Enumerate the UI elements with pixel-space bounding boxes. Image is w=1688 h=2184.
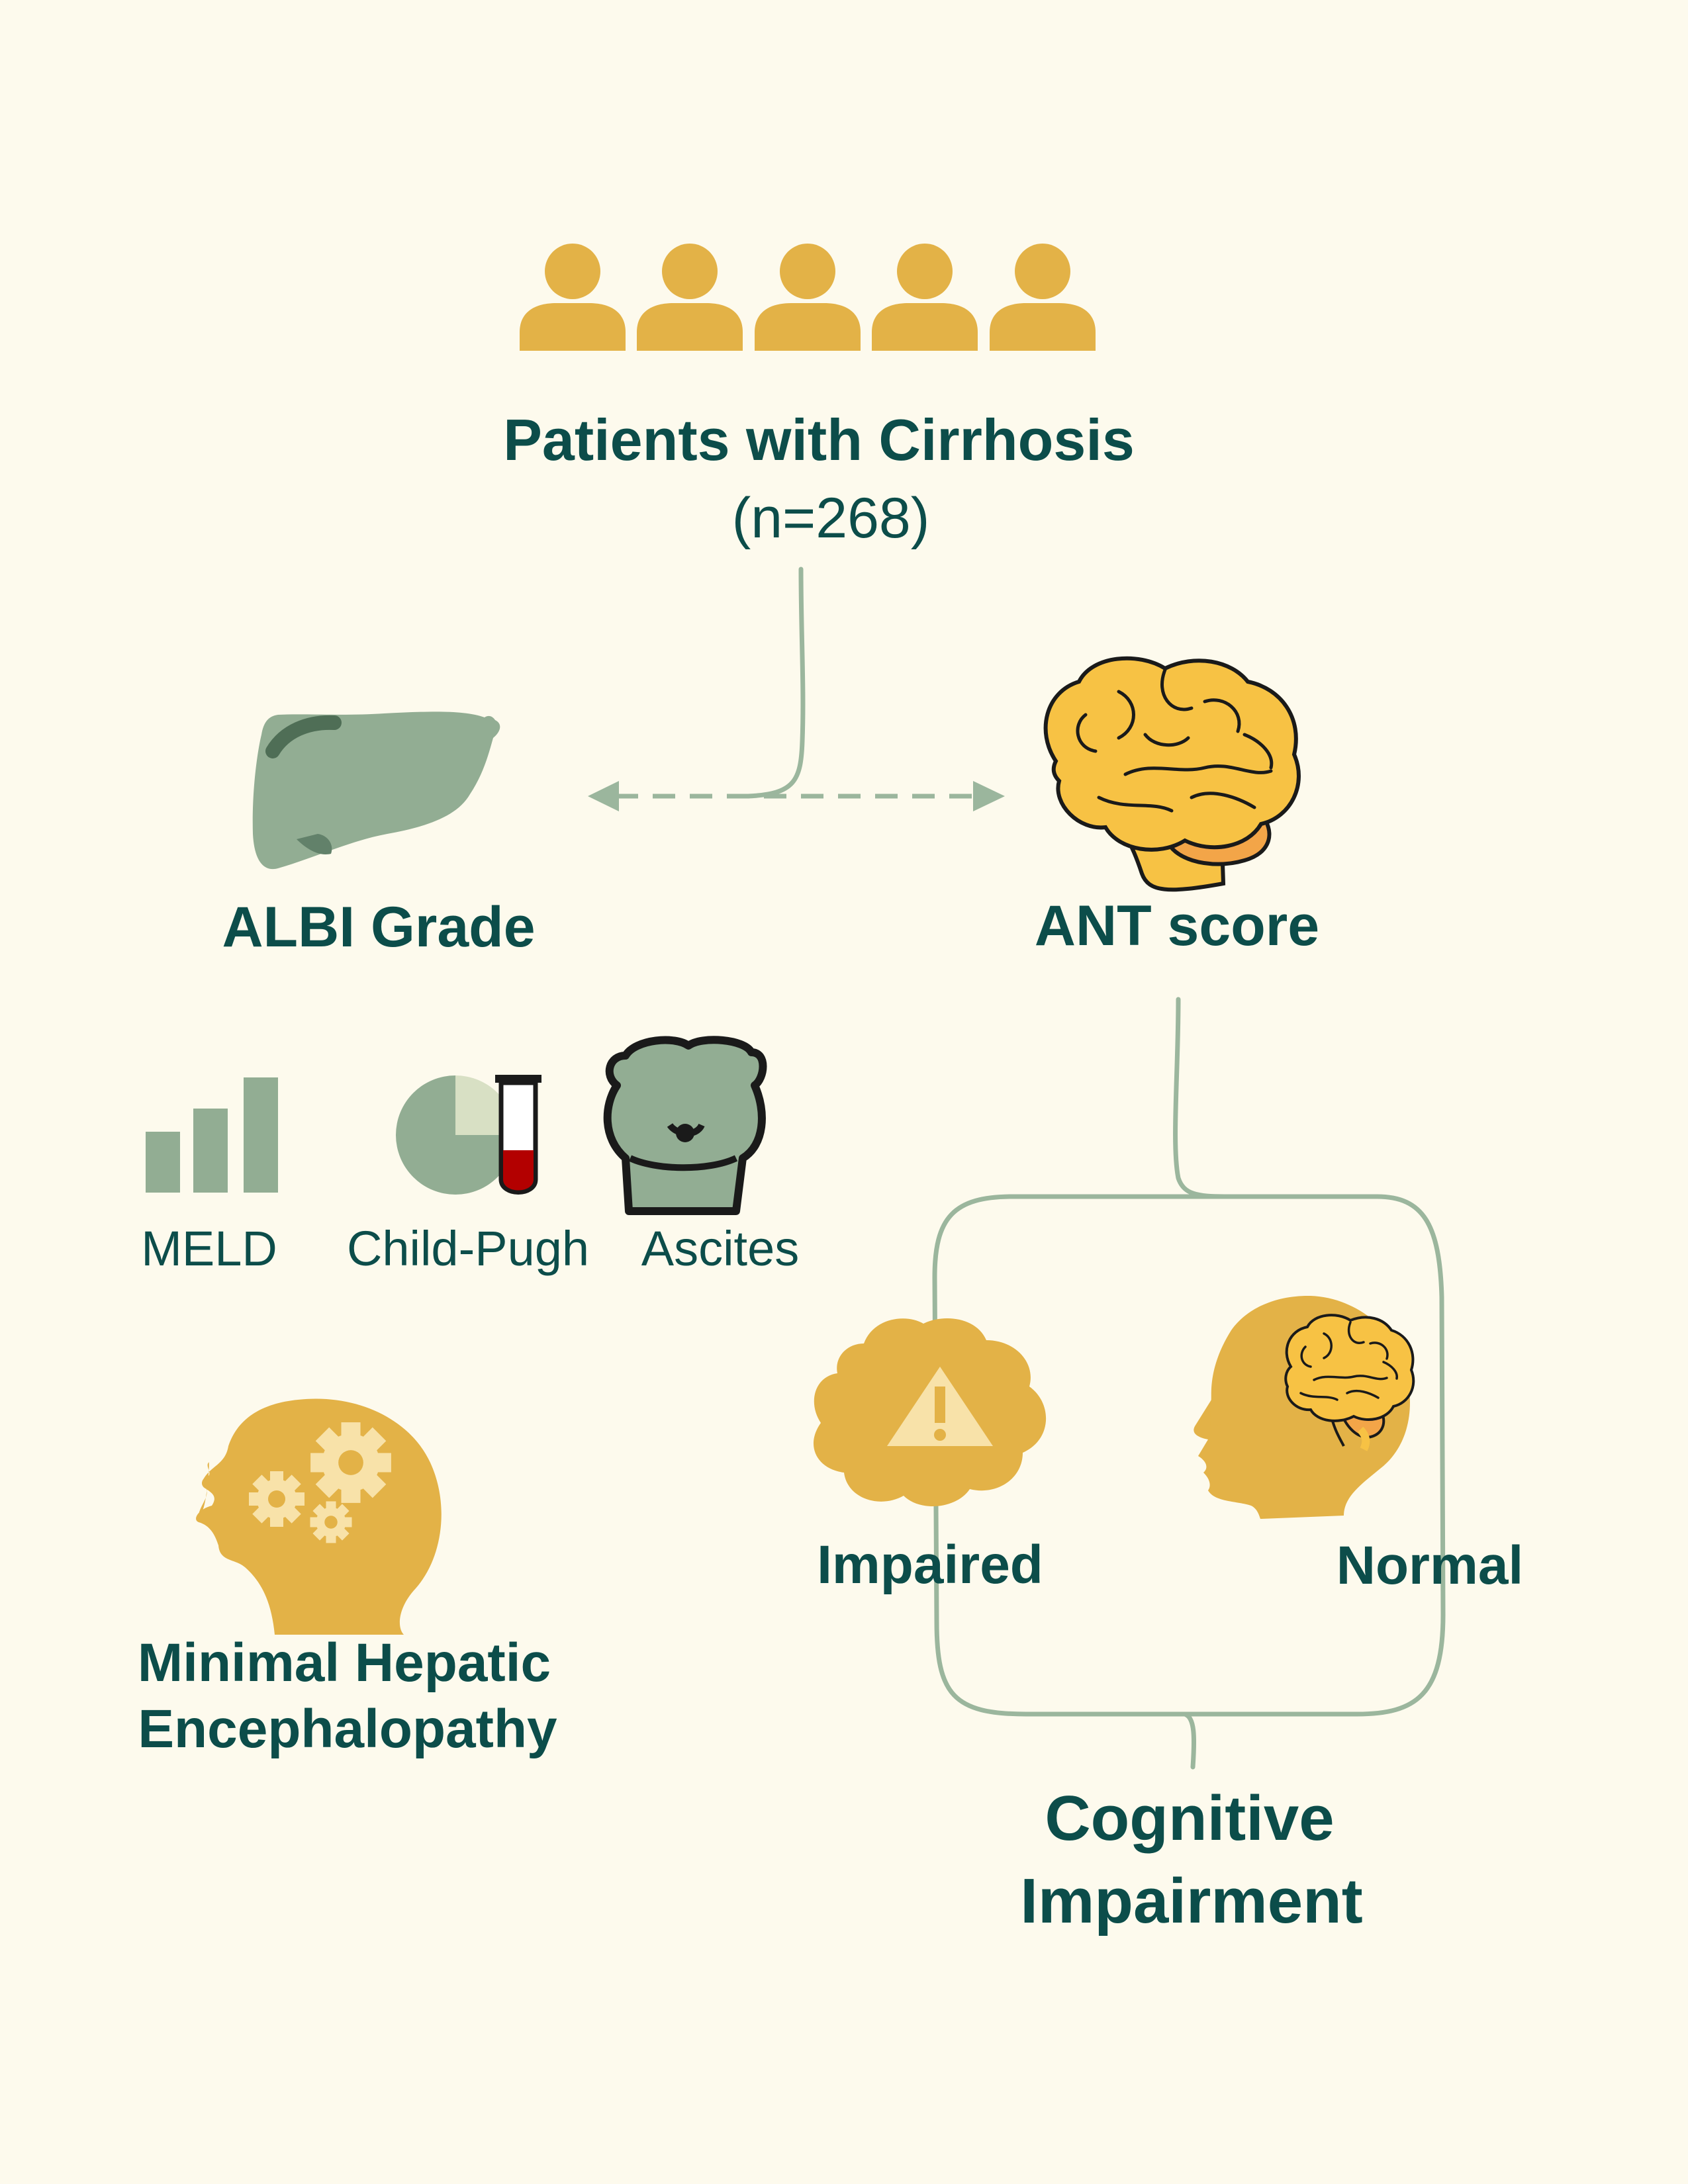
impaired-warning-icon — [813, 1318, 1047, 1507]
person-icon — [755, 244, 861, 351]
cognitive-connector — [1182, 1711, 1197, 1770]
head-brain-icon — [1194, 1295, 1415, 1519]
small-brain-icon — [1284, 1314, 1415, 1451]
cognitive-label-line2: Impairment — [1020, 1866, 1362, 1936]
gear-icon — [310, 1422, 391, 1503]
person-icon — [520, 244, 626, 351]
outcome-loop — [932, 1194, 1446, 1717]
abdomen-icon — [603, 1036, 767, 1215]
bar-chart-icon — [146, 1077, 278, 1193]
gear-icon — [310, 1501, 352, 1543]
arrowhead-right-icon — [973, 781, 1005, 811]
test-tube-icon — [495, 1075, 541, 1195]
gear-icon — [249, 1471, 305, 1527]
dashed-double-arrow — [588, 781, 1005, 811]
mhe-label-line2: Encephalopathy — [138, 1699, 557, 1759]
connector-lines — [745, 567, 1446, 1770]
cognitive-label-line1: Cognitive — [1045, 1783, 1334, 1854]
arrowhead-left-icon — [588, 781, 619, 811]
ant-score-label: ANT score — [1035, 894, 1319, 958]
albi-grade-label: ALBI Grade — [222, 895, 535, 959]
population-count: (n=268) — [732, 486, 930, 550]
brain-icon — [1043, 656, 1301, 892]
impaired-label: Impaired — [817, 1535, 1043, 1595]
person-icon — [872, 244, 978, 351]
head-gears-icon — [196, 1398, 442, 1635]
child-pugh-label: Child-Pugh — [347, 1221, 589, 1276]
ant-connector — [1173, 997, 1227, 1199]
population-connector — [745, 567, 806, 799]
liver-icon — [252, 711, 500, 870]
mhe-label-line1: Minimal Hepatic — [138, 1633, 551, 1693]
ascites-label: Ascites — [641, 1221, 800, 1276]
person-icon — [637, 244, 743, 351]
meld-label: MELD — [141, 1221, 277, 1276]
people-group-icon — [520, 244, 1096, 351]
pie-chart-icon — [396, 1075, 515, 1195]
child-pugh-icon — [396, 1075, 541, 1195]
population-title: Patients with Cirrhosis — [503, 407, 1135, 473]
person-icon — [990, 244, 1096, 351]
normal-label: Normal — [1336, 1535, 1524, 1596]
